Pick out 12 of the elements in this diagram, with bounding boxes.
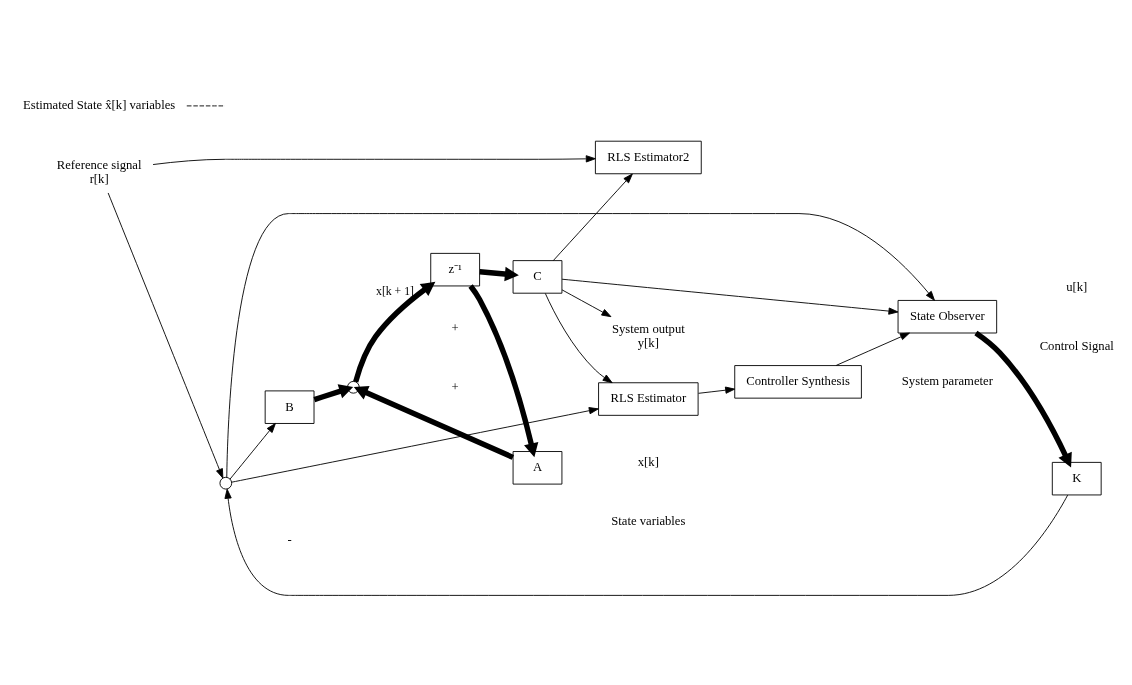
label: Control Signal	[1039, 338, 1114, 353]
label: -	[287, 531, 292, 546]
node-text: Estimated State x̂[k] variables	[23, 98, 176, 113]
label: +	[451, 379, 459, 394]
label: u[k]	[1066, 280, 1088, 295]
label: State variables	[611, 513, 686, 528]
label: System parameter	[901, 374, 993, 389]
node-text: System output y[k]	[611, 322, 685, 350]
label: x[k]	[637, 454, 659, 469]
node-text: Reference signal r[k]	[56, 158, 142, 186]
edge-label: x[k + 1]	[376, 285, 414, 299]
label: +	[451, 320, 459, 335]
